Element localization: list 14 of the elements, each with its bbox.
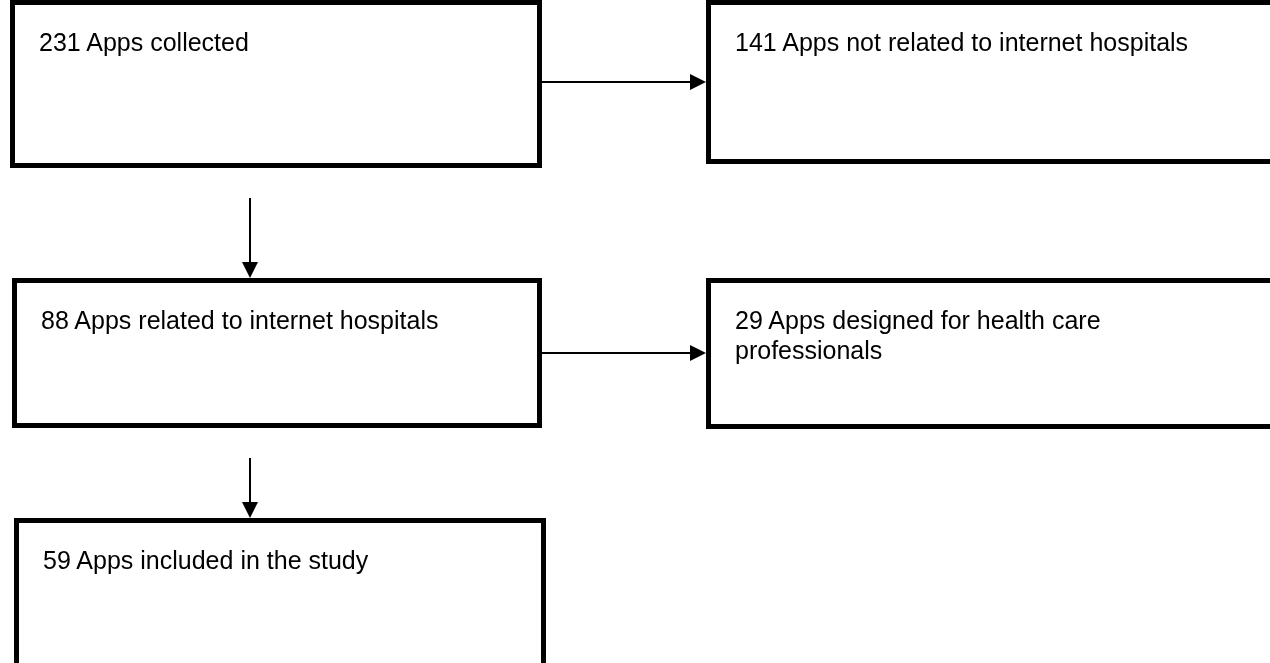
box-text: 59 Apps included in the study bbox=[43, 545, 370, 575]
process-box bbox=[14, 518, 546, 663]
process-box bbox=[706, 0, 1270, 164]
process-box bbox=[10, 0, 542, 168]
process-box bbox=[706, 278, 1270, 429]
arrow bbox=[541, 345, 706, 361]
process-box bbox=[12, 278, 542, 428]
box-text: 231 Apps collected bbox=[39, 27, 250, 57]
box-text: 29 Apps designed for health care professionals bbox=[735, 305, 1102, 365]
arrow bbox=[541, 74, 706, 90]
arrow bbox=[242, 197, 258, 278]
box-text: 88 Apps related to internet hospitals bbox=[41, 305, 440, 335]
box-text: 141 Apps not related to internet hospitals bbox=[735, 27, 1190, 57]
arrow bbox=[242, 457, 258, 518]
